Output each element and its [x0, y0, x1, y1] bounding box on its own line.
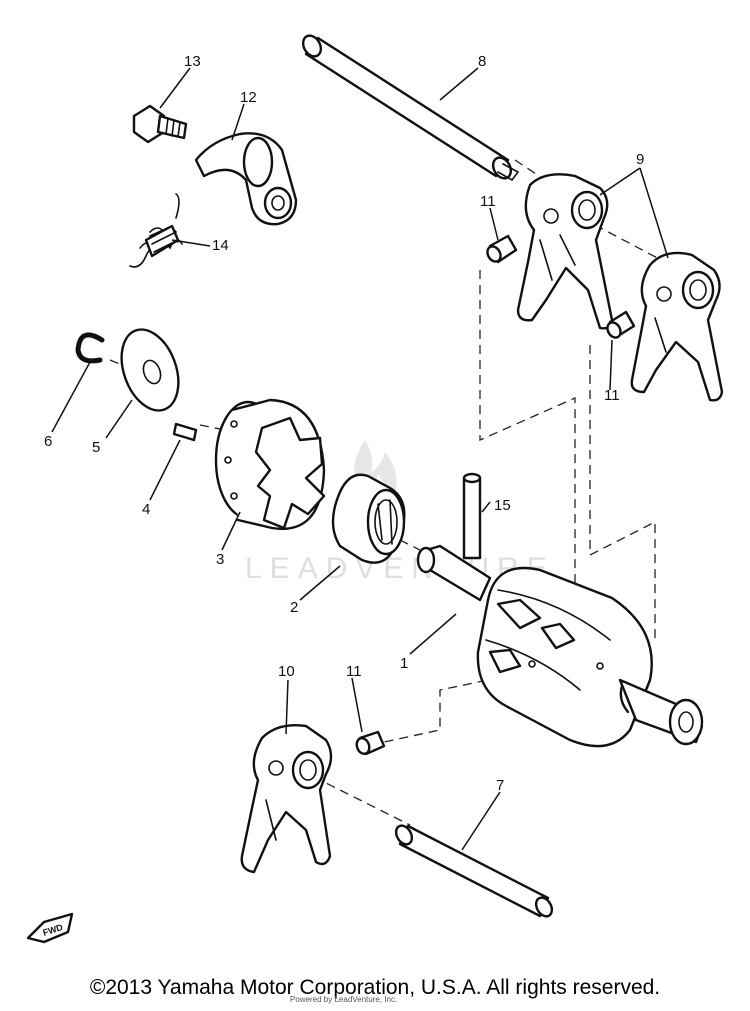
- part-11-pin-upper: [486, 234, 518, 264]
- callout-15: 15: [494, 497, 511, 514]
- callout-3: 3: [216, 551, 224, 568]
- callout-11-right: 11: [604, 387, 620, 404]
- callout-8: 8: [478, 53, 486, 70]
- callout-11-upper: 11: [480, 193, 496, 210]
- part-6-circlip: [75, 332, 105, 364]
- callout-1: 1: [400, 655, 408, 672]
- callout-11-lower: 11: [346, 663, 362, 680]
- part-4-dowel-pin: [172, 422, 198, 442]
- copyright-notice: ©2013 Yamaha Motor Corporation, U.S.A. A…: [89, 976, 661, 999]
- callout-leaders: [51, 67, 613, 851]
- part-5-washer: [120, 328, 180, 412]
- callout-6: 6: [44, 433, 52, 450]
- callout-5: 5: [92, 439, 100, 456]
- part-12-stopper-lever: [194, 132, 298, 226]
- part-1-shift-cam-drum: [416, 544, 704, 748]
- part-13-bolt: [132, 104, 188, 144]
- part-2-bearing: [331, 473, 406, 564]
- part-10-shift-fork: [240, 724, 333, 874]
- credit-text: Powered by LeadVenture, Inc.: [290, 995, 398, 1004]
- callout-12: 12: [240, 89, 257, 106]
- part-11-pin-right: [606, 310, 636, 339]
- callout-numbers: 8 9 12 13 14 11 11 11 6 5 4 3 2 15 1 10 …: [44, 53, 644, 794]
- callout-9: 9: [636, 151, 644, 168]
- callout-7: 7: [496, 777, 504, 794]
- callout-13: 13: [184, 53, 201, 70]
- callout-2: 2: [290, 599, 298, 616]
- callout-10: 10: [278, 663, 295, 680]
- part-15-pin: [462, 472, 482, 560]
- part-7-shift-fork-guide-bar: [394, 824, 554, 918]
- callout-14: 14: [212, 237, 229, 254]
- part-9-shift-fork-2: [630, 251, 724, 402]
- part-14-spring: [129, 193, 183, 268]
- part-8-shift-fork-guide-bar: [301, 34, 520, 182]
- callout-4: 4: [142, 501, 150, 518]
- fwd-arrow-icon: FWD: [26, 912, 74, 944]
- part-11-pin-lower: [355, 730, 386, 756]
- part-9-leader: [599, 167, 669, 259]
- part-3-shift-cam-segment: [214, 398, 326, 531]
- part-9-shift-fork-1: [516, 173, 614, 330]
